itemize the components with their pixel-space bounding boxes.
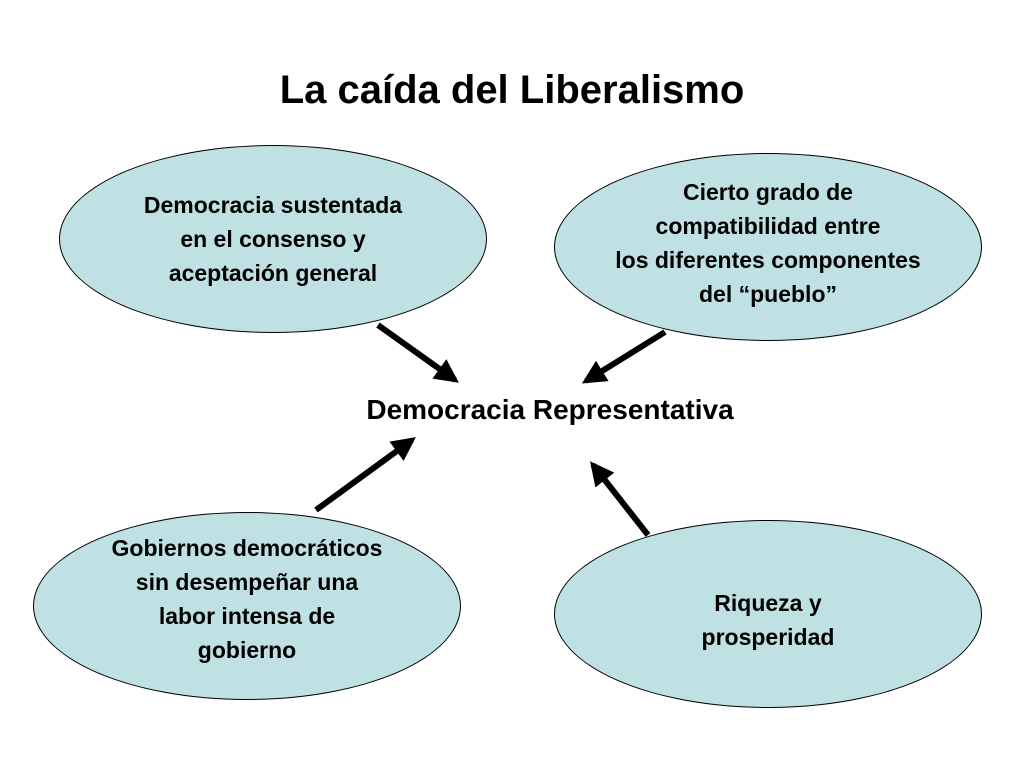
node-bottom-right-label: Riqueza y prosperidad xyxy=(701,590,835,650)
node-top-left: Democracia sustentada en el consenso y a… xyxy=(59,145,487,333)
arrow-bottom-right xyxy=(590,461,651,537)
center-label: Democracia Representativa xyxy=(366,394,734,425)
node-bottom-left-label: Gobiernos democráticos sin desempeñar un… xyxy=(111,535,383,663)
node-bottom-left: Gobiernos democráticos sin desempeñar un… xyxy=(33,512,461,700)
arrow-bottom-left xyxy=(314,437,416,513)
node-top-right-label: Cierto grado de compatibilidad entre los… xyxy=(615,179,921,307)
node-top-right: Cierto grado de compatibilidad entre los… xyxy=(554,153,982,341)
diagram-title: La caída del Liberalismo xyxy=(279,68,745,112)
node-bottom-right: Riqueza y prosperidad xyxy=(554,520,982,708)
node-top-left-label: Democracia sustentada en el consenso y a… xyxy=(143,192,403,286)
arrow-top-left xyxy=(376,322,459,383)
arrow-top-right xyxy=(581,329,667,384)
